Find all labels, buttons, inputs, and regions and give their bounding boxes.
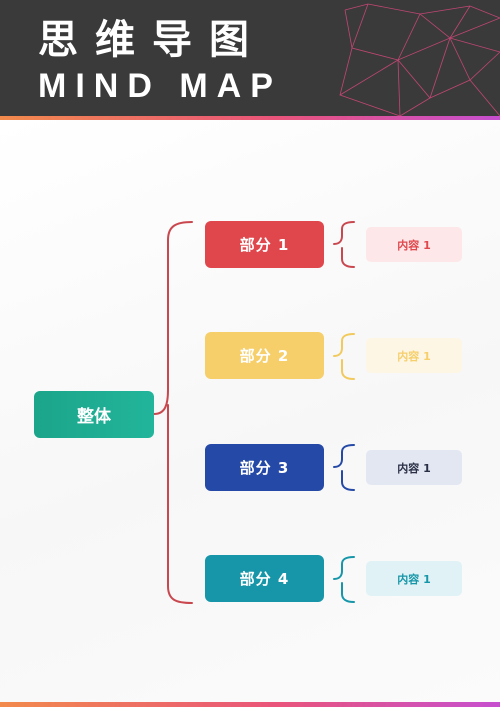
content-node-4: 内容 1 [366,561,462,596]
bracket-2 [333,333,355,380]
content-node-1: 内容 1 [366,227,462,262]
branch-node-3: 部分 3 [205,444,324,491]
title-chinese: 思维导图 [38,17,266,63]
bracket-3 [333,444,355,491]
main-bracket [153,221,193,604]
bracket-4 [333,556,355,603]
title-english: MIND MAP [38,67,282,105]
content-node-2: 内容 1 [366,338,462,373]
root-node: 整体 [34,391,154,438]
header-accent-stripe [0,116,500,120]
footer-accent-stripe [0,702,500,707]
branch-node-4: 部分 4 [205,555,324,602]
branch-node-2: 部分 2 [205,332,324,379]
bracket-1 [333,221,355,268]
content-node-3: 内容 1 [366,450,462,485]
polygon-decoration [339,3,500,116]
header: 思维导图 MIND MAP [0,0,500,116]
branch-node-1: 部分 1 [205,221,324,268]
